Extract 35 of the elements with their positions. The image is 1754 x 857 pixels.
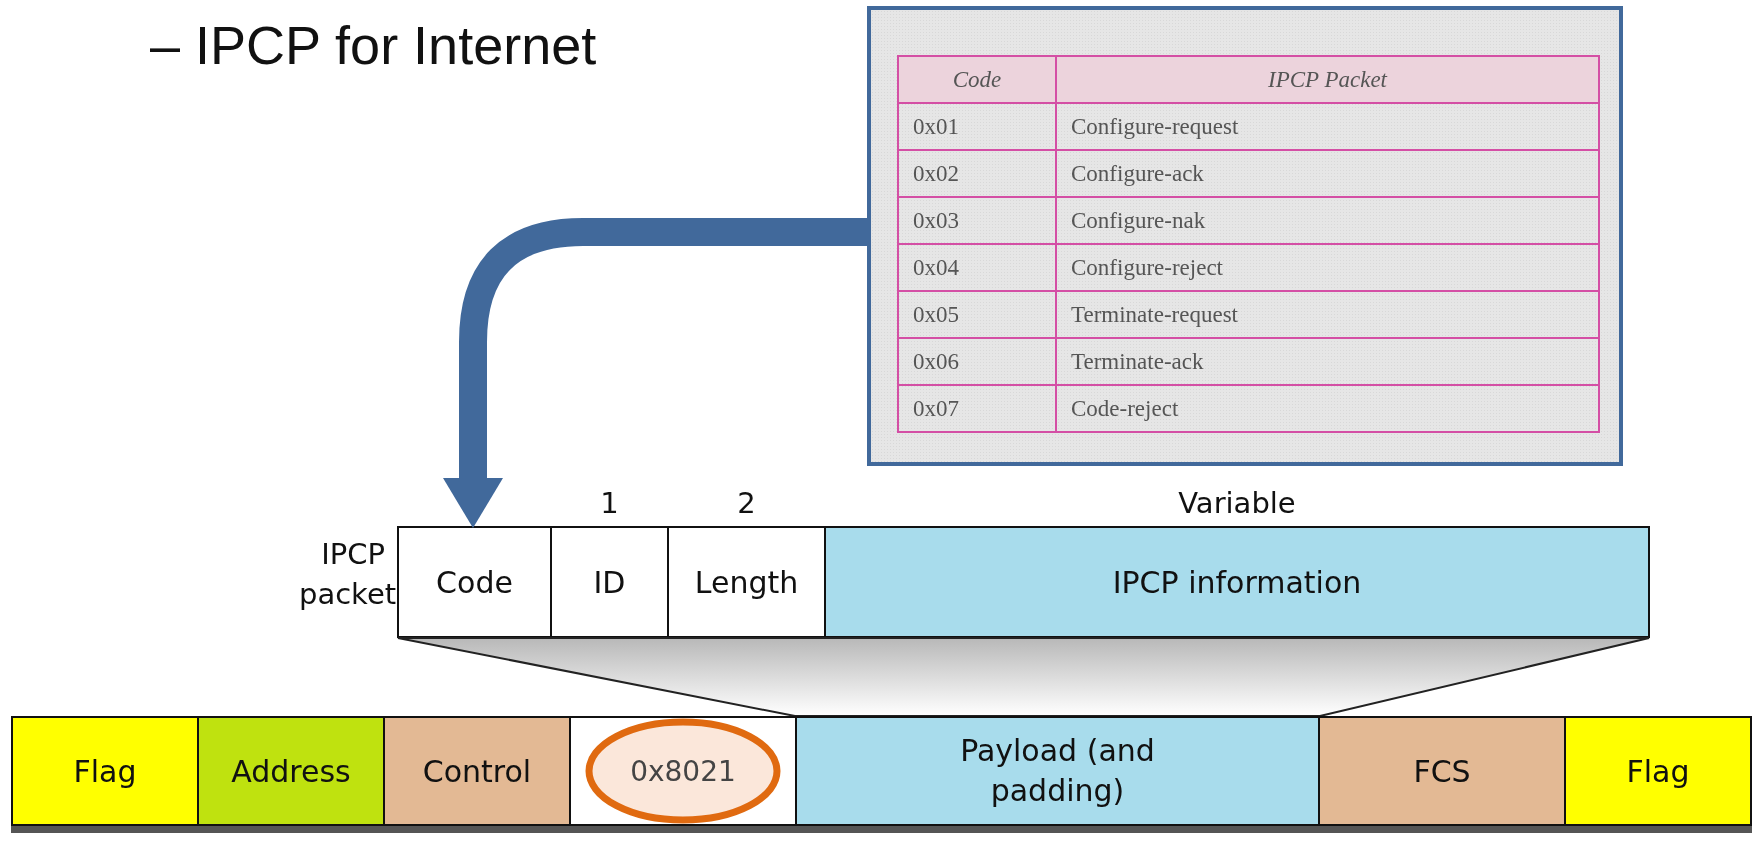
table-cell: 0x01 (898, 103, 1056, 150)
field-label: ID (593, 564, 626, 600)
table-cell: IPCP Packet (1056, 56, 1599, 103)
table-cell: Configure-ack (1056, 150, 1599, 197)
packet-heading: IPCP packet (299, 536, 398, 613)
table-cell: 0x07 (898, 385, 1056, 432)
field-label: Length (694, 564, 799, 600)
field-label: Flag (1626, 753, 1690, 789)
table-cell: Configure-request (1056, 103, 1599, 150)
table-cell: Code (898, 56, 1056, 103)
projection-trapezoid (397, 638, 1650, 716)
table-cell: Terminate-ack (1056, 338, 1599, 385)
field-label: Flag (73, 753, 137, 789)
field-label: Payload (and padding) (959, 732, 1156, 810)
field-label: Control (422, 753, 532, 789)
table-cell: 0x05 (898, 291, 1056, 338)
slide-title: – IPCP for Internet (150, 14, 597, 76)
table-cell: 0x03 (898, 197, 1056, 244)
curved-arrow (443, 218, 867, 528)
field-label: 0x8021 (630, 754, 736, 788)
table-panel (867, 6, 1623, 466)
field-label: FCS (1413, 753, 1471, 789)
table-cell: Terminate-request (1056, 291, 1599, 338)
table-cell: Configure-reject (1056, 244, 1599, 291)
field-size-label: 1 (599, 486, 620, 522)
table-cell: 0x02 (898, 150, 1056, 197)
table-cell: 0x04 (898, 244, 1056, 291)
table-cell: Code-reject (1056, 385, 1599, 432)
table-cell: 0x06 (898, 338, 1056, 385)
field-label: Code (436, 564, 513, 600)
field-label: IPCP information (1112, 564, 1362, 600)
field-label: Address (231, 753, 351, 789)
table-cell: Configure-nak (1056, 197, 1599, 244)
field-size-label: Variable (1177, 486, 1297, 522)
field-size-label: 2 (736, 486, 757, 522)
